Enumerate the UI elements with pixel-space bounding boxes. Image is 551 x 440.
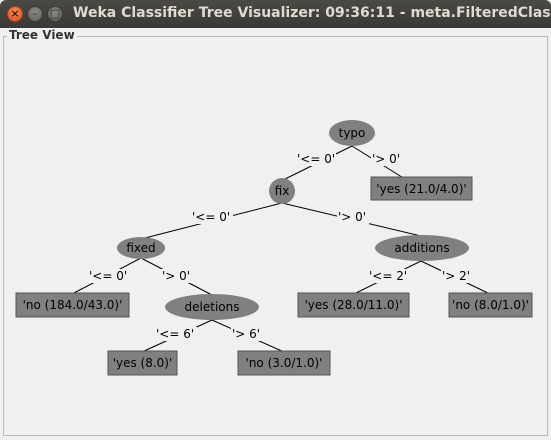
leaf-deletions-gt6[interactable]: 'no (3.0/1.0)' [237, 350, 331, 376]
edge-label-fixed-le0: '<= 0' [89, 269, 127, 283]
decision-node-fix[interactable]: fix [269, 178, 295, 204]
minimize-icon[interactable]: – [27, 6, 43, 22]
maximize-icon[interactable]: □ [47, 6, 63, 22]
node-label: fix [275, 184, 290, 198]
leaf-label: 'yes (21.0/4.0)' [376, 182, 466, 196]
node-label: fixed [126, 241, 155, 255]
decision-node-deletions[interactable]: deletions [165, 294, 259, 320]
edge-label-typo-gt0: '> 0' [372, 152, 400, 166]
leaf-label: 'yes (28.0/11.0)' [305, 298, 403, 312]
window-title: Weka Classifier Tree Visualizer: 09:36:1… [73, 5, 551, 21]
edge-label-fixed-gt0: '> 0' [162, 269, 190, 283]
leaf-label: 'no (184.0/43.0)' [23, 298, 123, 312]
leaf-label: 'no (3.0/1.0)' [246, 356, 323, 370]
edge-label-additions-le2: '<= 2' [369, 269, 407, 283]
leaf-additions-gt2[interactable]: 'no (8.0/1.0)' [448, 292, 533, 318]
leaf-label: 'yes (8.0)' [113, 356, 173, 370]
tree-view-panel [3, 36, 548, 436]
edge-label-fix-le0: '<= 0' [192, 210, 230, 224]
edge-label-additions-gt2: '> 2' [442, 269, 470, 283]
leaf-deletions-le6[interactable]: 'yes (8.0)' [107, 350, 178, 376]
edge-label-deletions-le6: '<= 6' [156, 327, 194, 341]
edge-labels: '<= 0' '> 0' '<= 0' '> 0' '<= 0' '> 0' '… [88, 152, 473, 341]
close-icon[interactable]: × [7, 6, 23, 22]
node-label: typo [339, 126, 366, 140]
leaf-additions-le2[interactable]: 'yes (28.0/11.0)' [297, 292, 410, 318]
edge-label-deletions-gt6: '> 6' [232, 327, 260, 341]
leaf-fixed-le0[interactable]: 'no (184.0/43.0)' [15, 292, 130, 318]
panel-title: Tree View [7, 28, 77, 42]
node-label: deletions [185, 300, 240, 314]
leaf-label: 'no (8.0/1.0)' [452, 298, 529, 312]
decision-node-fixed[interactable]: fixed [117, 237, 165, 259]
edge-label-typo-le0: '<= 0' [297, 152, 335, 166]
decision-node-typo[interactable]: typo [329, 120, 375, 146]
node-label: additions [394, 241, 449, 255]
edge-label-fix-gt0: '> 0' [338, 210, 366, 224]
leaf-typo-gt0[interactable]: 'yes (21.0/4.0)' [370, 176, 473, 201]
title-bar: × – □ Weka Classifier Tree Visualizer: 0… [0, 0, 551, 28]
decision-node-additions[interactable]: additions [375, 235, 469, 261]
